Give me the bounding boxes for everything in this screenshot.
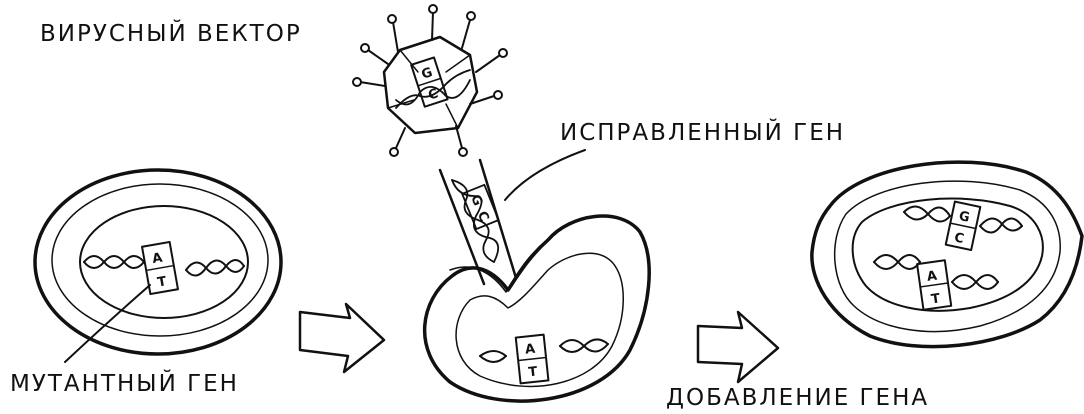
dna-helix (84, 256, 244, 276)
svg-text:C: C (953, 230, 965, 247)
svg-text:G: G (420, 65, 435, 83)
svg-text:T: T (528, 365, 539, 381)
leader-corrected-gene (505, 150, 585, 200)
label-gene-addition: ДОБАВЛЕНИЕ ГЕНА (666, 385, 929, 411)
svg-text:C: C (474, 209, 491, 223)
svg-text:A: A (524, 342, 536, 358)
cell-mutant: A T (35, 170, 281, 354)
arrow-right-icon (698, 312, 778, 382)
svg-text:A: A (926, 269, 938, 285)
label-viral-vector: ВИРУСНЫЙ ВЕКТОР (40, 19, 302, 47)
viral-vector-icon: G C (353, 5, 507, 156)
inserted-gene-strand: G C (440, 160, 516, 284)
svg-text:A: A (151, 251, 164, 268)
cell-receiving: A T (425, 216, 650, 401)
svg-text:T: T (156, 274, 167, 290)
arrow-right-icon (300, 304, 384, 372)
label-corrected-gene: ИСПРАВЛЕННЫЙ ГЕН (560, 118, 845, 146)
leader-mutant-gene (65, 285, 150, 362)
label-mutant-gene: МУТАНТНЫЙ ГЕН (10, 369, 239, 397)
svg-text:T: T (930, 291, 941, 307)
svg-text:G: G (957, 209, 971, 226)
cell-gene-added: G C A T (812, 162, 1082, 347)
